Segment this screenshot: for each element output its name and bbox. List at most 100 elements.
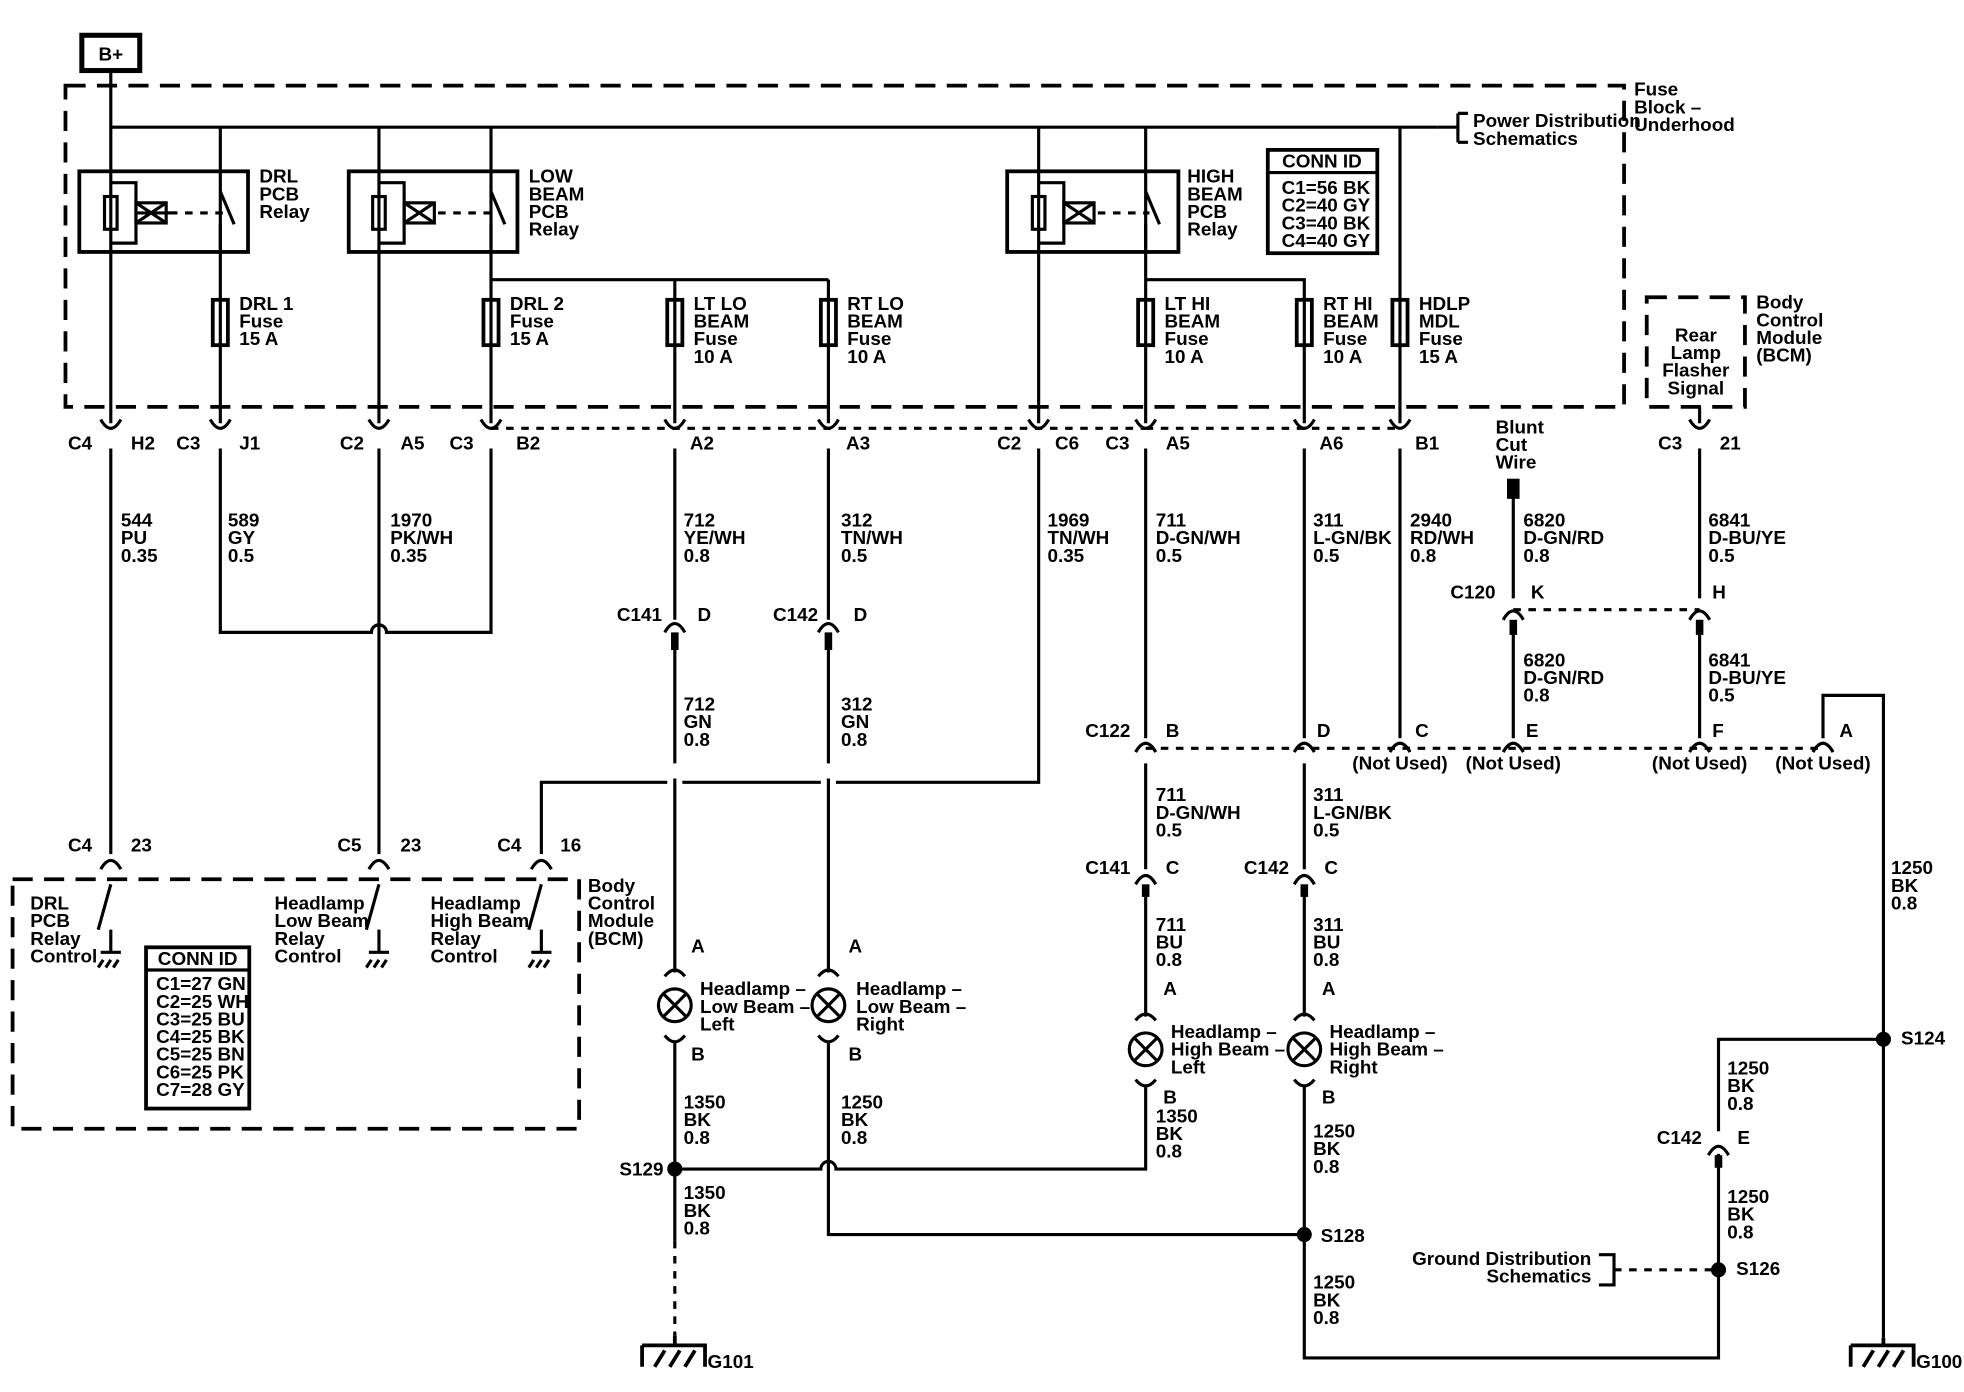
bcm-right-label-line: Control — [1756, 310, 1823, 331]
conn-id-fuse-entries-line: C2=40 GY — [1282, 196, 1371, 217]
wire-6820-lower-line: D-GN/RD — [1523, 668, 1604, 689]
high-beam-relay-label-line: BEAM — [1187, 184, 1243, 205]
rear-lamp-flasher-label-line: Lamp — [1671, 343, 1721, 364]
conn-a6: A6 — [1319, 434, 1343, 455]
blunt-cut-wire-label-line: Cut — [1496, 435, 1528, 456]
wire-1250-hi-right-line: BK — [1313, 1139, 1341, 1160]
conn-23-left: 23 — [131, 836, 152, 857]
conn-id-bcm-entries-line: C3=25 BU — [156, 1009, 245, 1030]
wire-2940-line: RD/WH — [1410, 528, 1474, 549]
wire-712-gn-line: 712 — [684, 694, 715, 715]
rt-hi-fuse-label-line: 10 A — [1323, 347, 1363, 368]
conn-id-bcm-box — [144, 945, 252, 1111]
conn-id-fuse-entries-line: C4=40 GY — [1282, 231, 1371, 252]
conn-id-fuse-entries-line: C1=56 BK — [1282, 178, 1371, 199]
not-used-c: (Not Used) — [1352, 754, 1447, 775]
conn-c3-b2: C3 — [449, 434, 473, 455]
pin-b-hi-left: B — [1163, 1088, 1177, 1109]
low-beam-control-label-line: Relay — [274, 929, 325, 950]
conn-c4-top: C4 — [68, 434, 93, 455]
wire-2940-line: 0.8 — [1410, 546, 1436, 567]
conn-id-bcm-entries-line: C2=25 WH — [156, 992, 249, 1013]
wire-1350-lo-left-line: 1350 — [684, 1093, 726, 1114]
lamp-low-left-label-line: Left — [700, 1014, 735, 1035]
not-used-e: (Not Used) — [1466, 754, 1561, 775]
wire-711-bu-line: BU — [1156, 933, 1183, 954]
blunt-cut-wire-label-line: Wire — [1496, 453, 1537, 474]
drl-relay-label-line: PCB — [259, 184, 299, 205]
conn-c6: C6 — [1055, 434, 1079, 455]
wire-1350-lo-left-line: 0.8 — [684, 1128, 710, 1149]
wire-1969-line: 0.35 — [1047, 546, 1084, 567]
conn-c3-21: C3 — [1658, 434, 1682, 455]
wire-711-dgn-lower-line: D-GN/WH — [1156, 803, 1241, 824]
wire-711-dgn-line: D-GN/WH — [1156, 528, 1241, 549]
conn-c141-upper: C141 — [617, 605, 662, 626]
conn-b1: B1 — [1415, 434, 1439, 455]
splice-dots — [667, 1031, 1891, 1278]
conn-id-fuse-box — [1265, 148, 1380, 256]
wire-1250-right-line: 0.8 — [1891, 894, 1917, 915]
wire-711-dgn-lower-line: 0.5 — [1156, 820, 1182, 841]
drl-control-label-line: Relay — [30, 929, 81, 950]
blunt-cut-wire-end — [1506, 478, 1520, 499]
wire-6820-upper-line: 0.8 — [1523, 546, 1549, 567]
rt-lo-fuse-label-line: Fuse — [847, 329, 891, 350]
conn-a2: A2 — [690, 434, 714, 455]
wire-711-dgn-line: 0.5 — [1156, 546, 1182, 567]
lamp-high-right-label-line: Headlamp – — [1329, 1022, 1435, 1043]
conn-k: K — [1531, 582, 1545, 603]
conn-h2: H2 — [131, 434, 155, 455]
conn-c122: C122 — [1085, 721, 1130, 742]
conn-id-bcm-entries-line: C6=25 PK — [156, 1062, 244, 1083]
power-distribution-ref-line: Power Distribution — [1473, 111, 1641, 132]
splice-s126: S126 — [1736, 1259, 1780, 1280]
conn-c142-ground: C142 — [1657, 1128, 1702, 1149]
pin-a-hi-left: A — [1163, 979, 1177, 1000]
battery-supply-label: B+ — [98, 44, 123, 65]
drl-control-label-line: Control — [30, 946, 97, 967]
connector-pins — [671, 478, 1723, 1168]
conn-c2-c6: C2 — [997, 434, 1021, 455]
wire-1250-s128-line: 0.8 — [1313, 1308, 1339, 1329]
lt-hi-fuse-label-line: 10 A — [1165, 347, 1205, 368]
fuse-block-outline — [63, 83, 1626, 409]
wire-1969-line: TN/WH — [1047, 528, 1109, 549]
wire-1970-line: 0.35 — [390, 546, 427, 567]
wire-311-lgn-line: 0.5 — [1313, 546, 1339, 567]
rt-lo-fuse-label-line: 10 A — [847, 347, 887, 368]
low-beam-relay-label-line: Relay — [529, 220, 580, 241]
drl1-fuse-label-line: 15 A — [239, 329, 279, 350]
lamp-low-left-label: Headlamp –Low Beam –Left — [700, 979, 810, 1035]
lamp-high-right-label-line: High Beam – — [1329, 1040, 1443, 1061]
bcm-bottom-label-line: (BCM) — [588, 929, 644, 950]
rt-hi-fuse-label-line: Fuse — [1323, 329, 1367, 350]
power-distribution-ref-line: Schematics — [1473, 129, 1578, 150]
drl-relay-label-line: DRL — [259, 167, 298, 188]
rear-lamp-flasher-label-line: Flasher — [1662, 361, 1730, 382]
drl-control-label-line: PCB — [30, 911, 70, 932]
lamp-symbols — [656, 968, 1323, 1088]
wire-1250-s128-line: 1250 — [1313, 1273, 1355, 1294]
lt-hi-fuse-label-line: LT HI — [1165, 294, 1211, 315]
wire-1250-s124-line: 1250 — [1727, 1059, 1769, 1080]
lamp-high-right-label-line: Right — [1329, 1057, 1378, 1078]
wire-1250-lo-right-line: 1250 — [841, 1093, 883, 1114]
ground-distribution-ref-line: Ground Distribution — [1412, 1249, 1591, 1270]
ground-g100: G100 — [1916, 1352, 1962, 1373]
conn-h: H — [1712, 582, 1726, 603]
